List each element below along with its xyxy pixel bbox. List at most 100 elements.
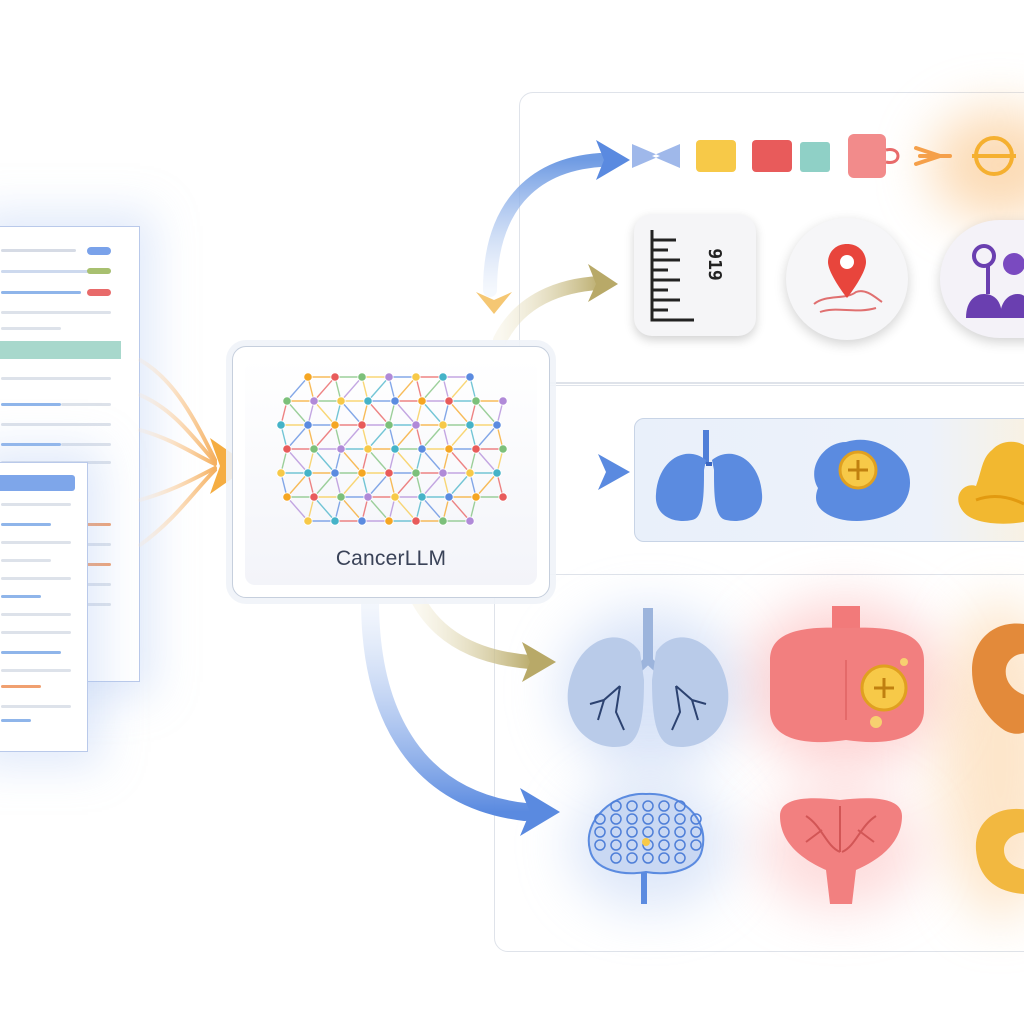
- network-node: [438, 420, 448, 430]
- kidney-icon: [958, 441, 1024, 524]
- network-edge: [475, 424, 498, 450]
- network-node: [384, 420, 394, 430]
- ruler-text: 919: [703, 248, 725, 281]
- brain-tree-icon: [587, 792, 705, 904]
- network-node: [438, 468, 448, 478]
- chip-teal: [800, 142, 830, 172]
- network-node: [498, 396, 508, 406]
- vessel-cell: [674, 839, 686, 851]
- vessel-cell: [674, 852, 686, 864]
- breast-icon: [770, 606, 924, 743]
- network-edge: [340, 496, 363, 522]
- network-node: [444, 492, 454, 502]
- vessel-cell: [626, 800, 638, 812]
- network-edge: [340, 448, 363, 474]
- network-node: [465, 372, 475, 382]
- network-node: [330, 420, 340, 430]
- network-edge: [475, 448, 498, 474]
- liver-icon: [972, 623, 1024, 734]
- network-edge: [475, 400, 498, 426]
- network-edge: [313, 424, 336, 450]
- network-node: [498, 444, 508, 454]
- network-icon: [276, 372, 508, 526]
- vessel-cell: [610, 800, 622, 812]
- network-edge: [286, 376, 309, 402]
- arrow-to-tissue: [361, 591, 534, 821]
- vessel-cell: [642, 826, 654, 838]
- ruler-tile: 919: [634, 214, 756, 336]
- network-node: [444, 396, 454, 406]
- vessel-cell: [610, 813, 622, 825]
- network-node: [303, 468, 313, 478]
- vessel-cell: [594, 813, 606, 825]
- hub-label: CancerLLM: [335, 547, 447, 570]
- network-node: [357, 420, 367, 430]
- network-edge: [313, 376, 336, 402]
- network-node: [336, 444, 346, 454]
- network-edge: [421, 496, 444, 522]
- vessel-cell: [626, 852, 638, 864]
- vessel-cell: [674, 800, 686, 812]
- chip-pink: [848, 134, 886, 178]
- network-edge: [448, 376, 471, 402]
- tumor-icon: [814, 439, 911, 521]
- vessel-cell: [594, 826, 606, 838]
- network-edge: [448, 424, 471, 450]
- network-edge: [475, 472, 498, 498]
- network-node: [492, 420, 502, 430]
- vessel-cell: [642, 852, 654, 864]
- network-node: [465, 420, 475, 430]
- network-node: [330, 372, 340, 382]
- lung-icon: [655, 430, 763, 521]
- network-node: [492, 468, 502, 478]
- network-node: [390, 396, 400, 406]
- network-node: [471, 444, 481, 454]
- network-edge: [394, 376, 417, 402]
- network-edge: [367, 496, 390, 522]
- network-node: [357, 516, 367, 526]
- arrow-to-metrics: [493, 276, 607, 347]
- vessel-cell: [626, 839, 638, 851]
- arrow-to-lungs: [411, 593, 537, 669]
- network-edge: [367, 376, 390, 402]
- network-edge: [448, 400, 471, 426]
- network-node: [276, 420, 286, 430]
- network-edge: [421, 472, 444, 498]
- input-arrowhead: [210, 438, 250, 494]
- network-edge: [394, 424, 417, 450]
- network-node: [390, 492, 400, 502]
- network-edge: [286, 496, 309, 522]
- network-node: [309, 396, 319, 406]
- panel-divider: [548, 382, 1024, 384]
- network-node: [417, 444, 427, 454]
- network-node: [363, 444, 373, 454]
- network-edge: [340, 376, 363, 402]
- network-node: [498, 492, 508, 502]
- network-node: [303, 372, 313, 382]
- people-tile: [940, 220, 1024, 338]
- network-edge: [313, 472, 336, 498]
- vessel-cell: [642, 813, 654, 825]
- network-edge: [367, 424, 390, 450]
- input-fan-arrows: [138, 358, 217, 547]
- network-edge: [313, 400, 336, 426]
- arrowhead-olive-top: [588, 264, 618, 302]
- network-node: [309, 492, 319, 502]
- network-edge: [394, 448, 417, 474]
- network-edge: [421, 376, 444, 402]
- network-node: [276, 468, 286, 478]
- vessel-cell: [642, 800, 654, 812]
- network-node: [282, 444, 292, 454]
- network-node: [384, 468, 394, 478]
- network-node: [411, 372, 421, 382]
- network-node: [438, 516, 448, 526]
- arrowhead-blue-top: [596, 140, 630, 180]
- colon-icon: [975, 808, 1024, 894]
- network-edge: [448, 472, 471, 498]
- network-edge: [286, 424, 309, 450]
- network-edge: [367, 472, 390, 498]
- network-edge: [421, 448, 444, 474]
- network-edge: [367, 448, 390, 474]
- vessel-cell: [610, 826, 622, 838]
